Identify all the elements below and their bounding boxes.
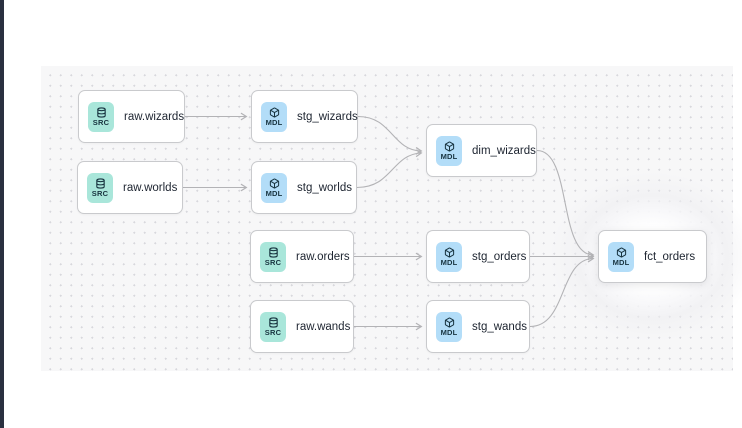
model-badge: MDL (436, 311, 462, 342)
badge-label: MDL (265, 188, 283, 198)
node-stg-wizards[interactable]: MDL stg_wizards (251, 90, 358, 143)
node-label: stg_worlds (297, 181, 352, 194)
badge-label: SRC (92, 117, 110, 127)
node-label: raw.orders (296, 250, 350, 263)
model-badge: MDL (261, 172, 287, 203)
node-label: stg_wands (472, 320, 527, 333)
model-badge: MDL (608, 241, 634, 272)
node-dim-wizards[interactable]: MDL dim_wizards (426, 124, 537, 177)
node-label: stg_orders (472, 250, 527, 263)
model-badge: MDL (436, 241, 462, 272)
cube-icon (616, 247, 626, 258)
model-badge: MDL (261, 101, 287, 132)
cube-icon (444, 141, 454, 152)
model-badge: MDL (436, 135, 462, 166)
cube-icon (444, 317, 454, 328)
node-label: stg_wizards (297, 110, 358, 123)
database-icon (96, 107, 106, 118)
source-badge: SRC (260, 311, 286, 342)
node-label: dim_wizards (472, 144, 536, 157)
window-left-edge (0, 0, 4, 428)
badge-label: SRC (91, 188, 109, 198)
node-raw-wizards[interactable]: SRC raw.wizards (78, 90, 185, 143)
database-icon (268, 247, 278, 258)
node-raw-wands[interactable]: SRC raw.wands (250, 300, 354, 353)
node-label: raw.worlds (123, 181, 178, 194)
badge-label: MDL (440, 327, 458, 337)
node-label: raw.wizards (124, 110, 185, 123)
database-icon (95, 178, 105, 189)
cube-icon (269, 107, 279, 118)
badge-label: SRC (264, 257, 282, 267)
node-label: fct_orders (644, 250, 696, 263)
node-stg-wands[interactable]: MDL stg_wands (426, 300, 530, 353)
node-stg-orders[interactable]: MDL stg_orders (426, 230, 530, 283)
badge-label: MDL (612, 257, 630, 267)
badge-label: SRC (264, 327, 282, 337)
source-badge: SRC (88, 101, 114, 132)
source-badge: SRC (87, 172, 113, 203)
database-icon (268, 317, 278, 328)
badge-label: MDL (440, 257, 458, 267)
badge-label: MDL (265, 117, 283, 127)
cube-icon (269, 178, 279, 189)
cube-icon (444, 247, 454, 258)
node-raw-orders[interactable]: SRC raw.orders (250, 230, 354, 283)
node-stg-worlds[interactable]: MDL stg_worlds (251, 161, 357, 214)
node-raw-worlds[interactable]: SRC raw.worlds (77, 161, 183, 214)
node-fct-orders[interactable]: MDL fct_orders (598, 230, 707, 283)
node-label: raw.wands (296, 320, 351, 333)
badge-label: MDL (440, 151, 458, 161)
source-badge: SRC (260, 241, 286, 272)
